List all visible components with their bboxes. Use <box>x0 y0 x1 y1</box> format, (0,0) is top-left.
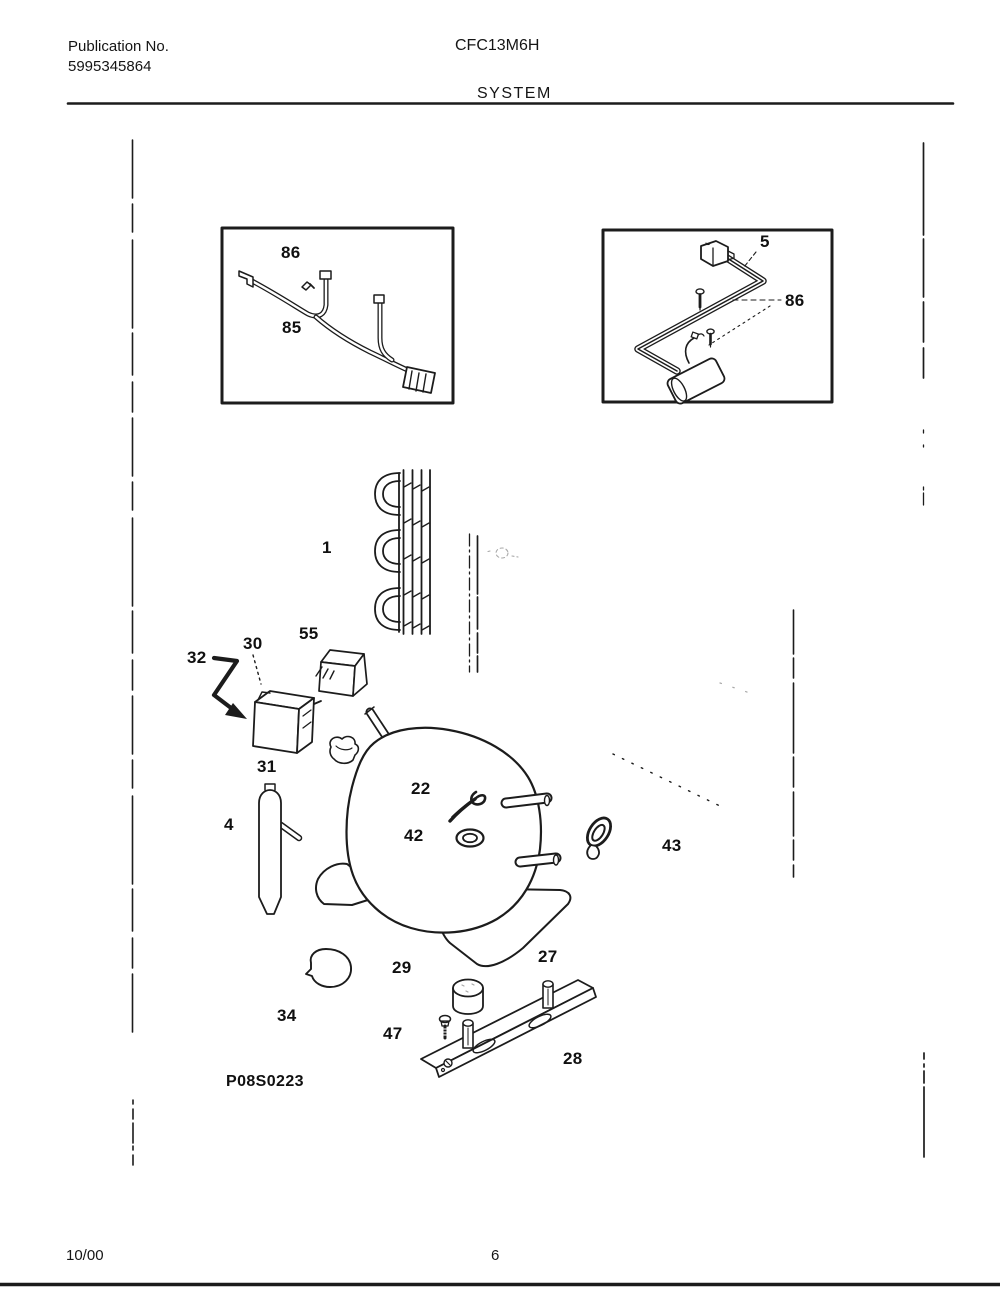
bracket-32-drawing <box>211 655 247 719</box>
callout-27: 27 <box>538 947 558 966</box>
harness-85-drawing <box>238 270 436 394</box>
relay-55-drawing <box>315 649 368 697</box>
relay-cover-31-drawing <box>252 690 322 754</box>
cable-tie-43-drawing <box>585 816 613 860</box>
inset-box-left <box>220 226 455 405</box>
callout-42: 42 <box>404 826 424 845</box>
harness-5-drawing <box>634 240 782 405</box>
model-number: CFC13M6H <box>455 37 540 54</box>
callout-1: 1 <box>322 538 332 557</box>
leader-30 <box>252 654 262 685</box>
publication-label: Publication No. <box>68 38 169 55</box>
diagram-code: P08S0223 <box>226 1073 304 1090</box>
callout-5: 5 <box>760 232 770 251</box>
footer-date: 10/00 <box>66 1247 104 1264</box>
callout-31: 31 <box>257 757 277 776</box>
callout-32: 32 <box>187 648 207 667</box>
clip-drawing <box>329 735 360 765</box>
inset-box-right <box>601 228 834 405</box>
screw-47-drawing <box>438 1014 452 1040</box>
callout-22: 22 <box>411 779 431 798</box>
callout-86-right: 86 <box>785 291 805 310</box>
callout-85: 85 <box>282 318 302 337</box>
callout-86-left: 86 <box>281 243 301 262</box>
grommet-29-drawing <box>452 978 484 1015</box>
mounting-rail-28-drawing <box>420 979 597 1078</box>
screw-icon <box>695 288 705 311</box>
drier-4-drawing <box>258 783 303 915</box>
callout-4: 4 <box>224 815 234 834</box>
callout-55: 55 <box>299 624 319 643</box>
screw-icon <box>706 328 715 348</box>
callout-43: 43 <box>662 836 682 855</box>
centerline <box>468 533 519 673</box>
callout-30: 30 <box>243 634 263 653</box>
condenser-coil-drawing <box>374 469 431 635</box>
callout-47: 47 <box>383 1024 403 1043</box>
callout-29: 29 <box>392 958 412 977</box>
grommet-34-drawing <box>305 948 352 988</box>
pin-clip-22-drawing <box>448 790 487 823</box>
washer-42-drawing <box>455 828 485 848</box>
compressor-drawing <box>315 706 572 968</box>
publication-number: 5995345864 <box>68 58 152 75</box>
footer-page-number: 6 <box>491 1247 500 1264</box>
page-border-lines <box>131 139 925 1166</box>
callout-34: 34 <box>277 1006 297 1025</box>
screw-icon <box>301 281 315 291</box>
panel-line <box>612 609 795 878</box>
callout-28: 28 <box>563 1049 583 1068</box>
section-title: SYSTEM <box>477 85 552 102</box>
